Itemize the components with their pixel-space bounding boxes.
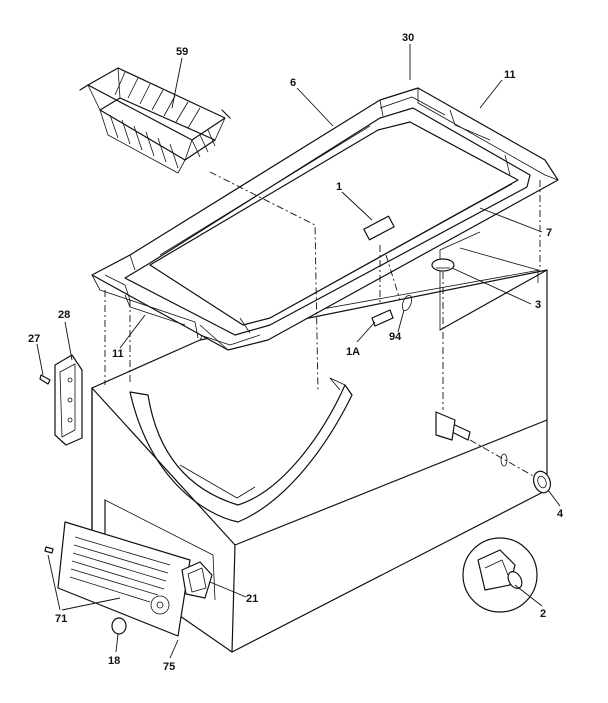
callout-4: 4 xyxy=(557,508,564,520)
callout-7: 7 xyxy=(546,227,552,239)
callout-18: 18 xyxy=(108,655,120,667)
callout-75: 75 xyxy=(163,661,175,673)
callout-21: 21 xyxy=(246,593,258,605)
wire-basket xyxy=(79,67,231,174)
callout-6: 6 xyxy=(290,77,296,89)
callout-1A: 1A xyxy=(346,346,360,358)
leader-lines xyxy=(36,44,561,659)
hidden-lines xyxy=(104,171,541,478)
drain-assembly xyxy=(431,258,552,494)
callout-30: 30 xyxy=(402,32,414,44)
hinge-assembly xyxy=(39,354,83,446)
callout-11-left: 11 xyxy=(112,348,124,360)
callout-11-top: 11 xyxy=(504,69,516,81)
lid-frame xyxy=(91,87,559,351)
callout-71: 71 xyxy=(55,613,67,625)
callout-28: 28 xyxy=(58,309,70,321)
callout-94: 94 xyxy=(389,331,402,343)
callout-2: 2 xyxy=(540,608,546,620)
fitting-inset xyxy=(462,537,538,613)
grille-panel xyxy=(44,521,213,637)
callout-27: 27 xyxy=(28,333,40,345)
callout-labels: 59 30 6 11 1 7 3 28 27 11 94 1A 4 21 2 7… xyxy=(28,32,564,673)
callout-3: 3 xyxy=(535,299,541,311)
callout-59: 59 xyxy=(176,46,188,58)
callout-1: 1 xyxy=(336,181,342,193)
